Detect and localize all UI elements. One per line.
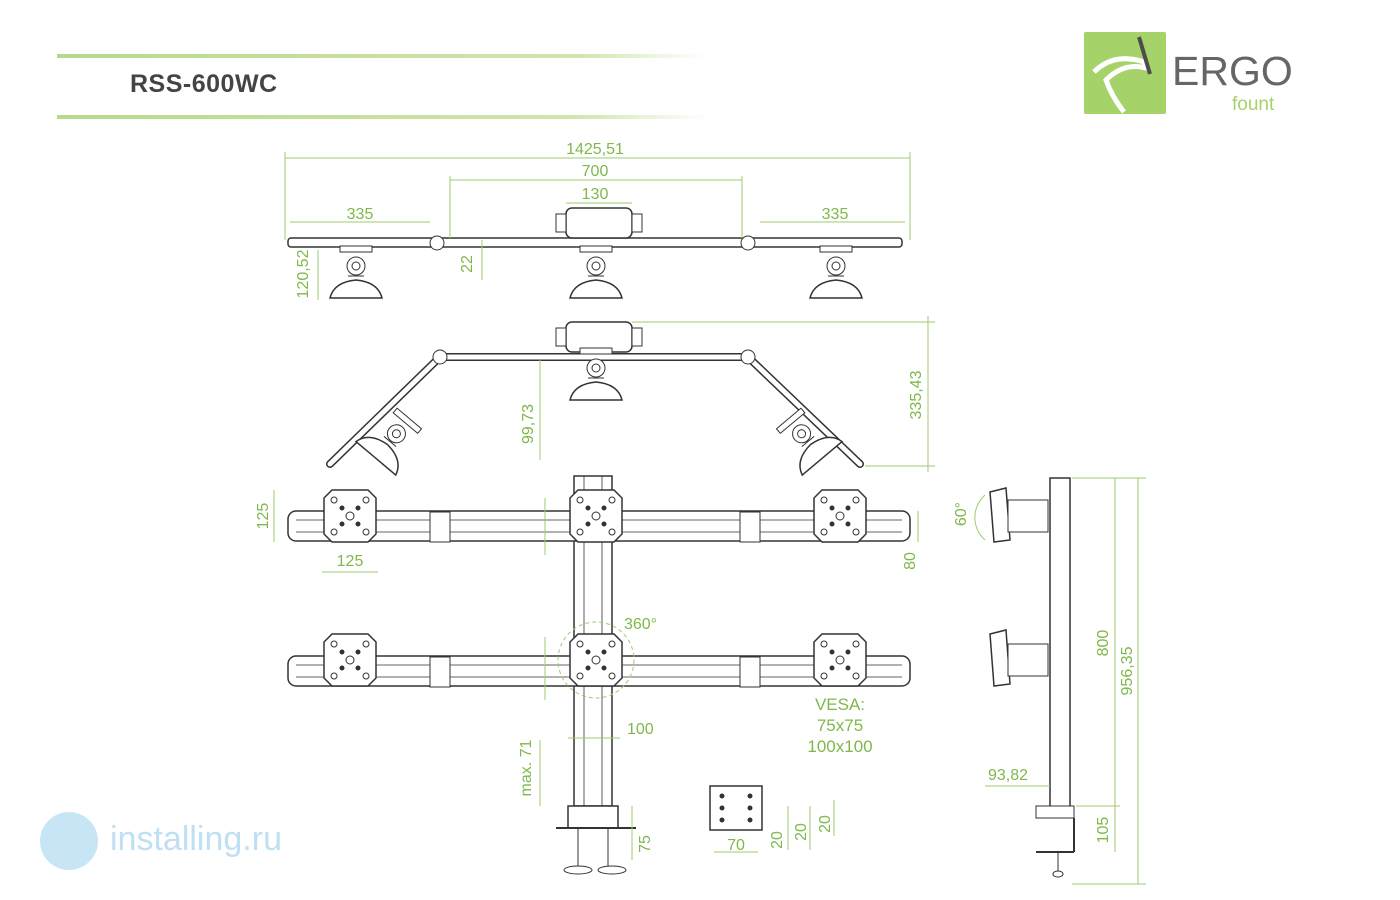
dim-offset: 22 xyxy=(459,255,476,273)
logo-wordmark: ERGO xyxy=(1172,48,1293,94)
view-side xyxy=(989,477,1075,878)
logo-subtitle: fount xyxy=(1232,94,1275,115)
dim-tilt: 60° xyxy=(953,502,970,526)
dim-clamp-depth: 93,82 xyxy=(988,767,1028,784)
dim-rotation: 360° xyxy=(624,616,657,633)
dim-total-height: 956,35 xyxy=(1119,646,1136,695)
dim-clamp-height: 105 xyxy=(1095,817,1112,844)
dim-pole-height: 800 xyxy=(1095,630,1112,657)
vesa-size-1: 75x75 xyxy=(817,716,863,735)
dim-plate-height: 125 xyxy=(255,503,272,530)
header-rule-top xyxy=(57,54,707,58)
vesa-label: VESA: xyxy=(815,695,865,714)
dim-total-width: 1425,51 xyxy=(566,141,624,158)
dim-center-plate: 130 xyxy=(582,186,609,203)
dim-center-span: 700 xyxy=(582,163,609,180)
dim-plate-d3: 20 xyxy=(817,815,834,833)
logo-mark xyxy=(1084,32,1166,114)
brand-logo: ERGO fount xyxy=(1084,32,1293,122)
header-rule-bottom xyxy=(57,115,707,119)
dim-plate-width: 125 xyxy=(337,553,364,570)
dim-plate-w: 70 xyxy=(727,837,745,854)
dim-left-arm: 335 xyxy=(347,206,374,223)
dim-pole-width: 100 xyxy=(627,721,654,738)
view-front xyxy=(287,475,911,875)
vesa-size-2: 100x100 xyxy=(807,737,872,756)
dim-plate-d2: 20 xyxy=(793,823,810,841)
dimension-lines-side xyxy=(974,477,1146,885)
watermark-text: installing.ru xyxy=(110,820,282,858)
dim-curved-offset: 99,73 xyxy=(520,404,537,444)
logo-swoosh-icon xyxy=(1092,36,1152,114)
view-top-curved xyxy=(326,321,864,476)
dim-clamp-max: max. 71 xyxy=(518,739,535,796)
dim-clamp-base: 75 xyxy=(637,835,654,853)
dimension-lines-top xyxy=(284,152,911,300)
dim-plate-d1: 20 xyxy=(769,831,786,849)
dim-head-height: 120,52 xyxy=(295,249,312,298)
watermark-logo-icon xyxy=(40,812,98,870)
dimension-lines-front xyxy=(273,490,919,860)
view-top-straight xyxy=(287,207,903,299)
watermark: installing.ru xyxy=(22,806,312,876)
product-title: RSS-600WC xyxy=(130,70,278,98)
dimension-lines-curved xyxy=(539,316,935,472)
dim-bar-height: 80 xyxy=(902,552,919,570)
dim-curved-depth: 335,43 xyxy=(908,370,925,419)
dim-right-arm: 335 xyxy=(822,206,849,223)
